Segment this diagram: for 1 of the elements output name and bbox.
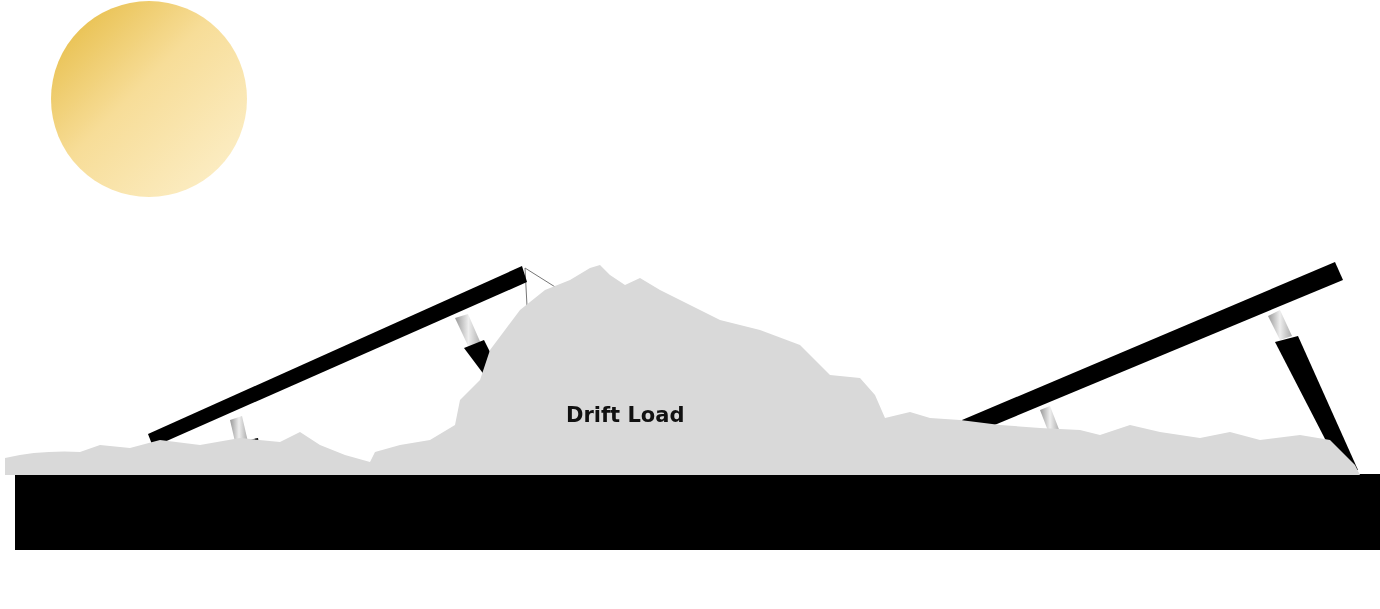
drift-load-label: Drift Load [566,403,685,427]
